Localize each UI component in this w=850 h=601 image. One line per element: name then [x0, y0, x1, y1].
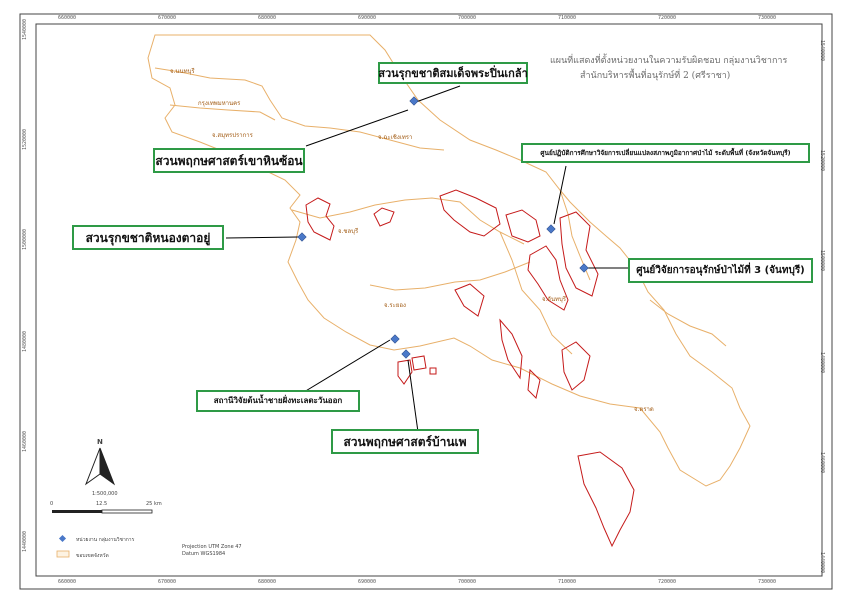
tick-x-bottom-3: 690000: [358, 579, 377, 585]
legend-boundary-swatch: [56, 550, 70, 558]
scale-mid: 12.5: [96, 501, 108, 507]
tick-x-bottom-0: 660000: [58, 579, 77, 585]
tick-y-left-3: 1480000: [22, 330, 28, 352]
label-suan-phrueksa-ban-phe[interactable]: สวนพฤกษศาสตร์บ้านเพ: [331, 429, 479, 454]
province-bangkok: กรุงเทพมหานคร: [198, 100, 241, 107]
province-trat: จ.ตราด: [634, 406, 654, 413]
scale-right: 25 km: [146, 501, 162, 507]
legend-boundary-label: ขอบเขตจังหวัด: [76, 553, 109, 559]
province-samut-prakan: จ.สมุทรปราการ: [212, 132, 253, 139]
province-rayong: จ.ระยอง: [384, 302, 406, 309]
tick-x-bottom-2: 680000: [258, 579, 277, 585]
label-watershed-center[interactable]: ศูนย์ปฏิบัติการศึกษาวิจัยการเปลี่ยนแปลงส…: [521, 143, 810, 163]
tick-y-right-0: 1540000: [819, 40, 825, 62]
projection-line2: Datum WGS1984: [182, 551, 226, 557]
tick-y-left-0: 1540000: [22, 18, 28, 40]
tick-x-bottom-7: 730000: [758, 579, 777, 585]
marker-ban-phe[interactable]: [401, 349, 411, 359]
scale-ratio: 1:500,000: [92, 491, 118, 497]
tick-x-top-2: 680000: [258, 15, 277, 21]
marker-watershed[interactable]: [546, 224, 556, 234]
tick-x-bottom-4: 700000: [458, 579, 477, 585]
label-suan-rukkha-somdet[interactable]: สวนรุกขชาติสมเด็จพระปิ่นเกล้า: [378, 62, 528, 84]
legend-marker-icon: [58, 534, 67, 543]
north-label: N: [97, 438, 103, 446]
tick-y-left-2: 1500000: [22, 228, 28, 250]
tick-y-right-5: 1440000: [819, 552, 825, 574]
province-nonthaburi: จ.นนทบุรี: [170, 68, 195, 75]
tick-y-right-2: 1500000: [819, 250, 825, 272]
marker-research-station[interactable]: [390, 334, 400, 344]
marker-nong-ta-yu[interactable]: [297, 232, 307, 242]
province-chonburi: จ.ชลบุรี: [338, 228, 359, 235]
label-research-station[interactable]: สถานีวิจัยต้นน้ำชายฝั่งทะเลตะวันออก: [196, 390, 360, 412]
protected-areas: [305, 189, 635, 548]
north-arrow-icon: [84, 447, 116, 486]
tick-y-right-4: 1460000: [819, 452, 825, 474]
marker-research-center-3[interactable]: [579, 263, 589, 273]
label-research-center-3[interactable]: ศูนย์วิจัยการอนุรักษ์ป่าไม้ที่ 3 (จันทบุ…: [628, 258, 813, 283]
map-inner-frame: [35, 23, 823, 577]
office-markers: [297, 96, 589, 359]
tick-x-top-3: 690000: [358, 15, 377, 21]
tick-y-right-1: 1520000: [819, 150, 825, 172]
projection-line1: Projection UTM Zone 47: [182, 544, 242, 550]
province-chachoengsao: จ.ฉะเชิงเทรา: [378, 134, 413, 141]
tick-y-right-3: 1480000: [819, 352, 825, 374]
tick-x-bottom-5: 710000: [558, 579, 577, 585]
tick-y-left-5: 1440000: [22, 530, 28, 552]
tick-x-bottom-1: 670000: [158, 579, 177, 585]
tick-x-top-4: 700000: [458, 15, 477, 21]
scale-bar: [52, 509, 153, 514]
marker-somdet[interactable]: [409, 96, 419, 106]
scale-left: 0: [50, 501, 54, 507]
province-chanthaburi: จ.จันทบุรี: [542, 296, 567, 303]
tick-y-left-1: 1520000: [22, 128, 28, 150]
tick-x-top-5: 710000: [558, 15, 577, 21]
leader-lines: [225, 85, 628, 433]
label-suan-rukkha-nong-ta-yu[interactable]: สวนรุกขชาติหนองตาอยู่: [72, 225, 224, 250]
map-title-line2: สำนักบริหารพื้นที่อนุรักษ์ที่ 2 (ศรีราชา…: [580, 71, 731, 81]
tick-x-bottom-6: 720000: [658, 579, 677, 585]
map-title-line1: แผนที่แสดงที่ตั้งหน่วยงานในความรับผิดชอบ…: [550, 56, 788, 66]
label-suan-phrueksa-khao-hin-son[interactable]: สวนพฤกษศาสตร์เขาหินซ้อน: [153, 148, 305, 173]
tick-x-top-1: 670000: [158, 15, 177, 21]
legend-office-label: หน่วยงาน กลุ่มงานวิชาการ: [76, 537, 135, 543]
tick-x-top-6: 720000: [658, 15, 677, 21]
tick-x-top-0: 660000: [58, 15, 77, 21]
tick-x-top-7: 730000: [758, 15, 777, 21]
tick-y-left-4: 1460000: [22, 430, 28, 452]
